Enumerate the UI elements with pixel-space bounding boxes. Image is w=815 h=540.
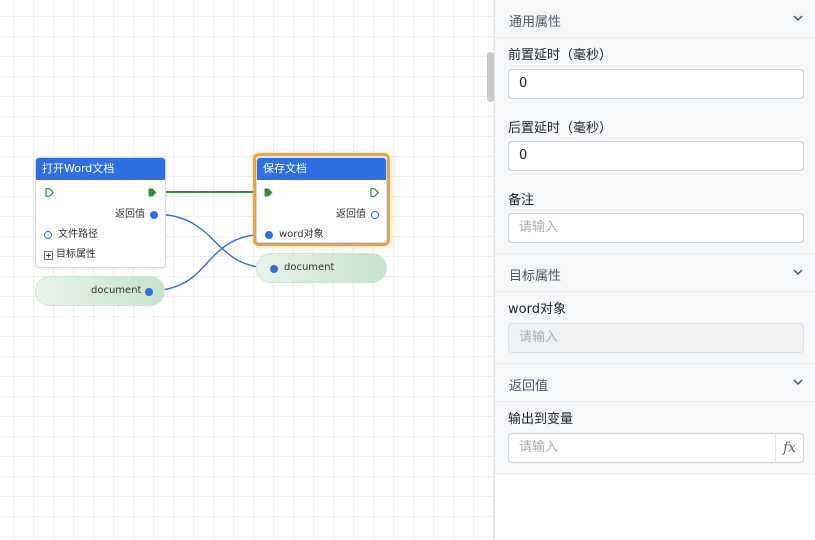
property-panel: 通用属性 前置延时（毫秒） 0 后置延时（毫秒） 0 备注 请输入 目标属性 w…: [495, 0, 815, 540]
chevron-down-icon[interactable]: [791, 11, 805, 25]
note-label: 备注: [508, 193, 535, 208]
output-variable-label: 输出到变量: [508, 412, 574, 427]
node-title: 打开Word文档: [36, 158, 165, 180]
word-port-label: word对象: [279, 229, 324, 240]
section-title: 目标属性: [509, 269, 562, 284]
word-object-input[interactable]: 请输入: [508, 323, 804, 353]
post-delay-label: 后置延时（毫秒）: [508, 121, 613, 136]
output-variable-input[interactable]: 请输入 fx: [508, 433, 804, 463]
node-save-doc[interactable]: 保存文档 返回值 word对象: [256, 157, 387, 243]
note-input[interactable]: 请输入: [508, 213, 804, 243]
section-title: 通用属性: [509, 15, 562, 30]
fx-button[interactable]: fx: [775, 434, 803, 462]
data-wire-word: [147, 233, 269, 292]
canvas-scrollbar[interactable]: [487, 52, 494, 102]
output-variable-placeholder: 请输入: [519, 440, 559, 455]
flow-in-port-icon[interactable]: [45, 188, 54, 197]
return-port-label: 返回值: [336, 209, 366, 220]
word-port-dot[interactable]: [265, 231, 273, 239]
post-delay-input[interactable]: 0: [508, 141, 804, 171]
section-title: 返回值: [509, 379, 549, 394]
return-port-dot[interactable]: [150, 211, 158, 219]
selection-outline: [253, 153, 390, 246]
variable-port-dot[interactable]: [145, 288, 153, 296]
flow-in-port-icon[interactable]: [264, 188, 273, 197]
word-object-label: word对象: [508, 302, 566, 317]
flow-canvas[interactable]: 打开Word文档 返回值 文件路径 目标属性 document 保存文档 返回值: [0, 0, 494, 540]
return-port-label: 返回值: [115, 209, 145, 220]
flow-out-port-icon[interactable]: [148, 188, 157, 197]
node-open-word[interactable]: 打开Word文档 返回值 文件路径 目标属性: [35, 157, 166, 268]
chevron-down-icon[interactable]: [791, 265, 805, 279]
node-title: 保存文档: [257, 158, 386, 180]
variable-label: document: [91, 285, 142, 296]
variable-port-dot[interactable]: [270, 265, 278, 273]
section-target-body: word对象 请输入: [495, 292, 815, 364]
panel-divider[interactable]: [494, 0, 495, 540]
section-general-header[interactable]: 通用属性: [495, 0, 815, 38]
variable-pill-left[interactable]: document: [35, 276, 165, 306]
expand-plus-icon[interactable]: [44, 251, 53, 260]
section-return-header[interactable]: 返回值: [495, 364, 815, 402]
variable-label: document: [284, 262, 335, 273]
target-attr-label: 目标属性: [56, 249, 96, 260]
section-return-body: 输出到变量 请输入 fx: [495, 402, 815, 474]
path-port-label: 文件路径: [58, 229, 98, 240]
section-target-header[interactable]: 目标属性: [495, 254, 815, 292]
pre-delay-input[interactable]: 0: [508, 69, 804, 99]
variable-pill-right[interactable]: document: [256, 253, 387, 283]
chevron-down-icon[interactable]: [791, 375, 805, 389]
section-general-body: 前置延时（毫秒） 0 后置延时（毫秒） 0 备注 请输入: [495, 38, 815, 254]
return-port-ring[interactable]: [371, 211, 379, 219]
path-port-ring[interactable]: [44, 231, 52, 239]
wires-layer: [147, 191, 273, 292]
flow-out-port-icon[interactable]: [370, 188, 379, 197]
pre-delay-label: 前置延时（毫秒）: [508, 48, 613, 63]
